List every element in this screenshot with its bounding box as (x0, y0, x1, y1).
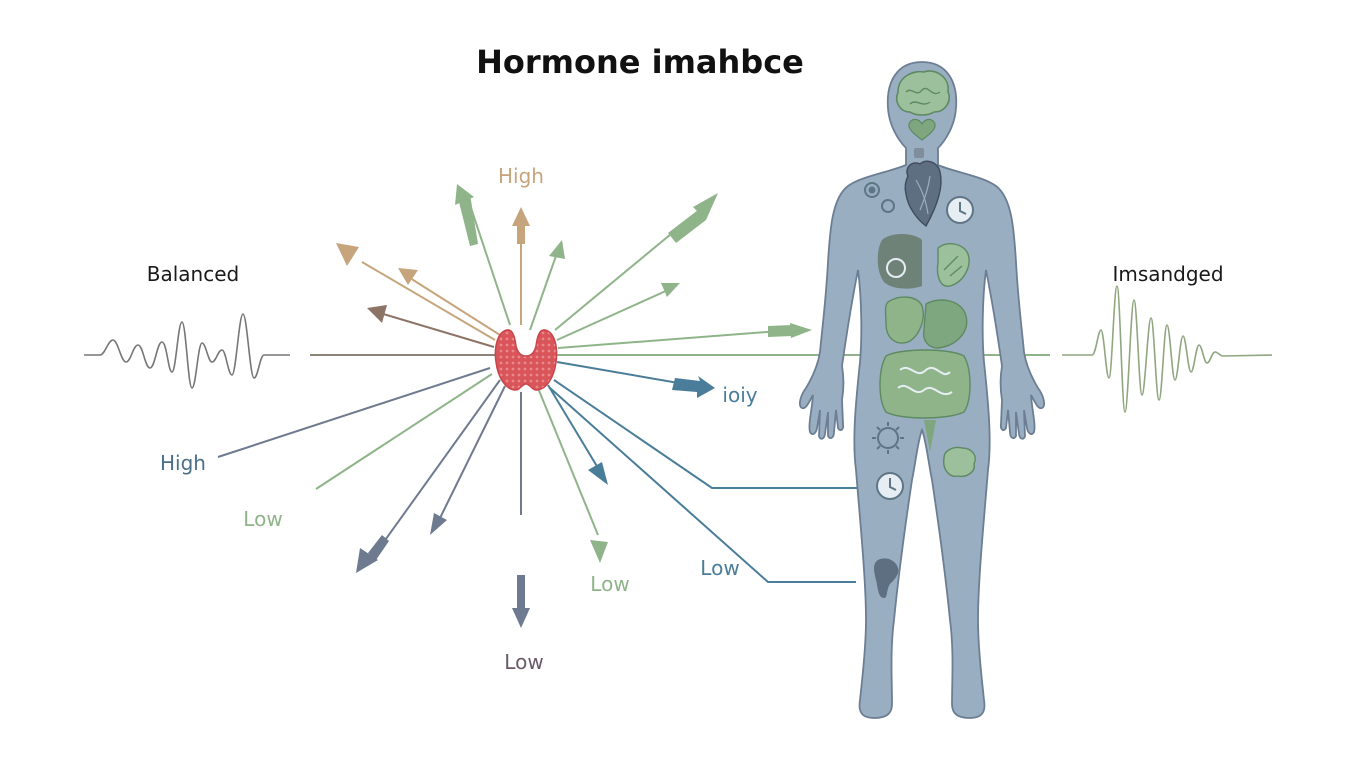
virus-icon (872, 422, 904, 454)
connector-clock (553, 379, 868, 489)
arrow-head-up-green (455, 184, 478, 246)
foot-icon (874, 558, 899, 598)
arrow-head-up-tan (512, 207, 530, 244)
thyroid-gland-icon (494, 329, 558, 391)
imbalanced-label: Imsandged (1112, 262, 1223, 286)
label-high-left: High (160, 451, 206, 475)
lung-icon (936, 243, 970, 287)
label-low-right: Low (700, 556, 739, 580)
diagram-title: Hormone imahbce (476, 43, 804, 81)
stomach-icon (884, 296, 968, 349)
upper-arrows (336, 184, 812, 349)
clock-icon (946, 196, 974, 224)
gear-icon (864, 182, 895, 213)
intestine-icon (879, 349, 971, 452)
brain-small-icon (943, 446, 976, 478)
label-low-bottom-center: Low (590, 572, 629, 596)
lower-arrows (217, 361, 868, 628)
heart-small-icon (908, 118, 936, 141)
label-low-bottom: Low (504, 650, 543, 674)
heart-icon (904, 148, 942, 228)
imbalanced-wave (1062, 285, 1273, 413)
balanced-label: Balanced (147, 262, 239, 286)
connector-foot (549, 387, 856, 583)
balanced-wave (84, 313, 290, 389)
brain-icon (895, 70, 950, 116)
label-low-left: Low (243, 507, 282, 531)
liver-icon (877, 234, 922, 289)
label-high-top: High (498, 164, 544, 188)
label-ioiy: ioiy (722, 383, 757, 407)
clock-leg-icon (876, 472, 904, 500)
